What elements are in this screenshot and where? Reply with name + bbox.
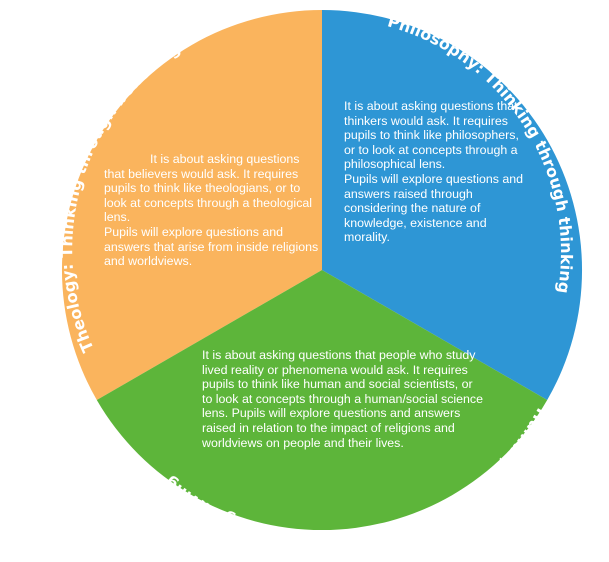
theology-paragraph-2: Pupils will explore questions and answer… — [104, 224, 319, 269]
theology-description: It is about asking questions that believ… — [104, 152, 322, 269]
philosophy-description: It is about asking questions that thinke… — [344, 99, 524, 245]
social-sciences-segment — [96, 270, 548, 531]
social-sciences-paragraph-1: It is about asking questions that people… — [202, 348, 484, 450]
theology-segment — [61, 9, 323, 400]
theology-paragraph-1: It is about asking questions that believ… — [104, 152, 313, 225]
philosophy-paragraph-1: It is about asking questions that thinke… — [344, 99, 519, 172]
philosophy-paragraph-2: Pupils will explore questions and answer… — [344, 171, 524, 245]
social-sciences-description: It is about asking questions that people… — [202, 348, 486, 450]
philosophy-segment — [322, 9, 583, 400]
